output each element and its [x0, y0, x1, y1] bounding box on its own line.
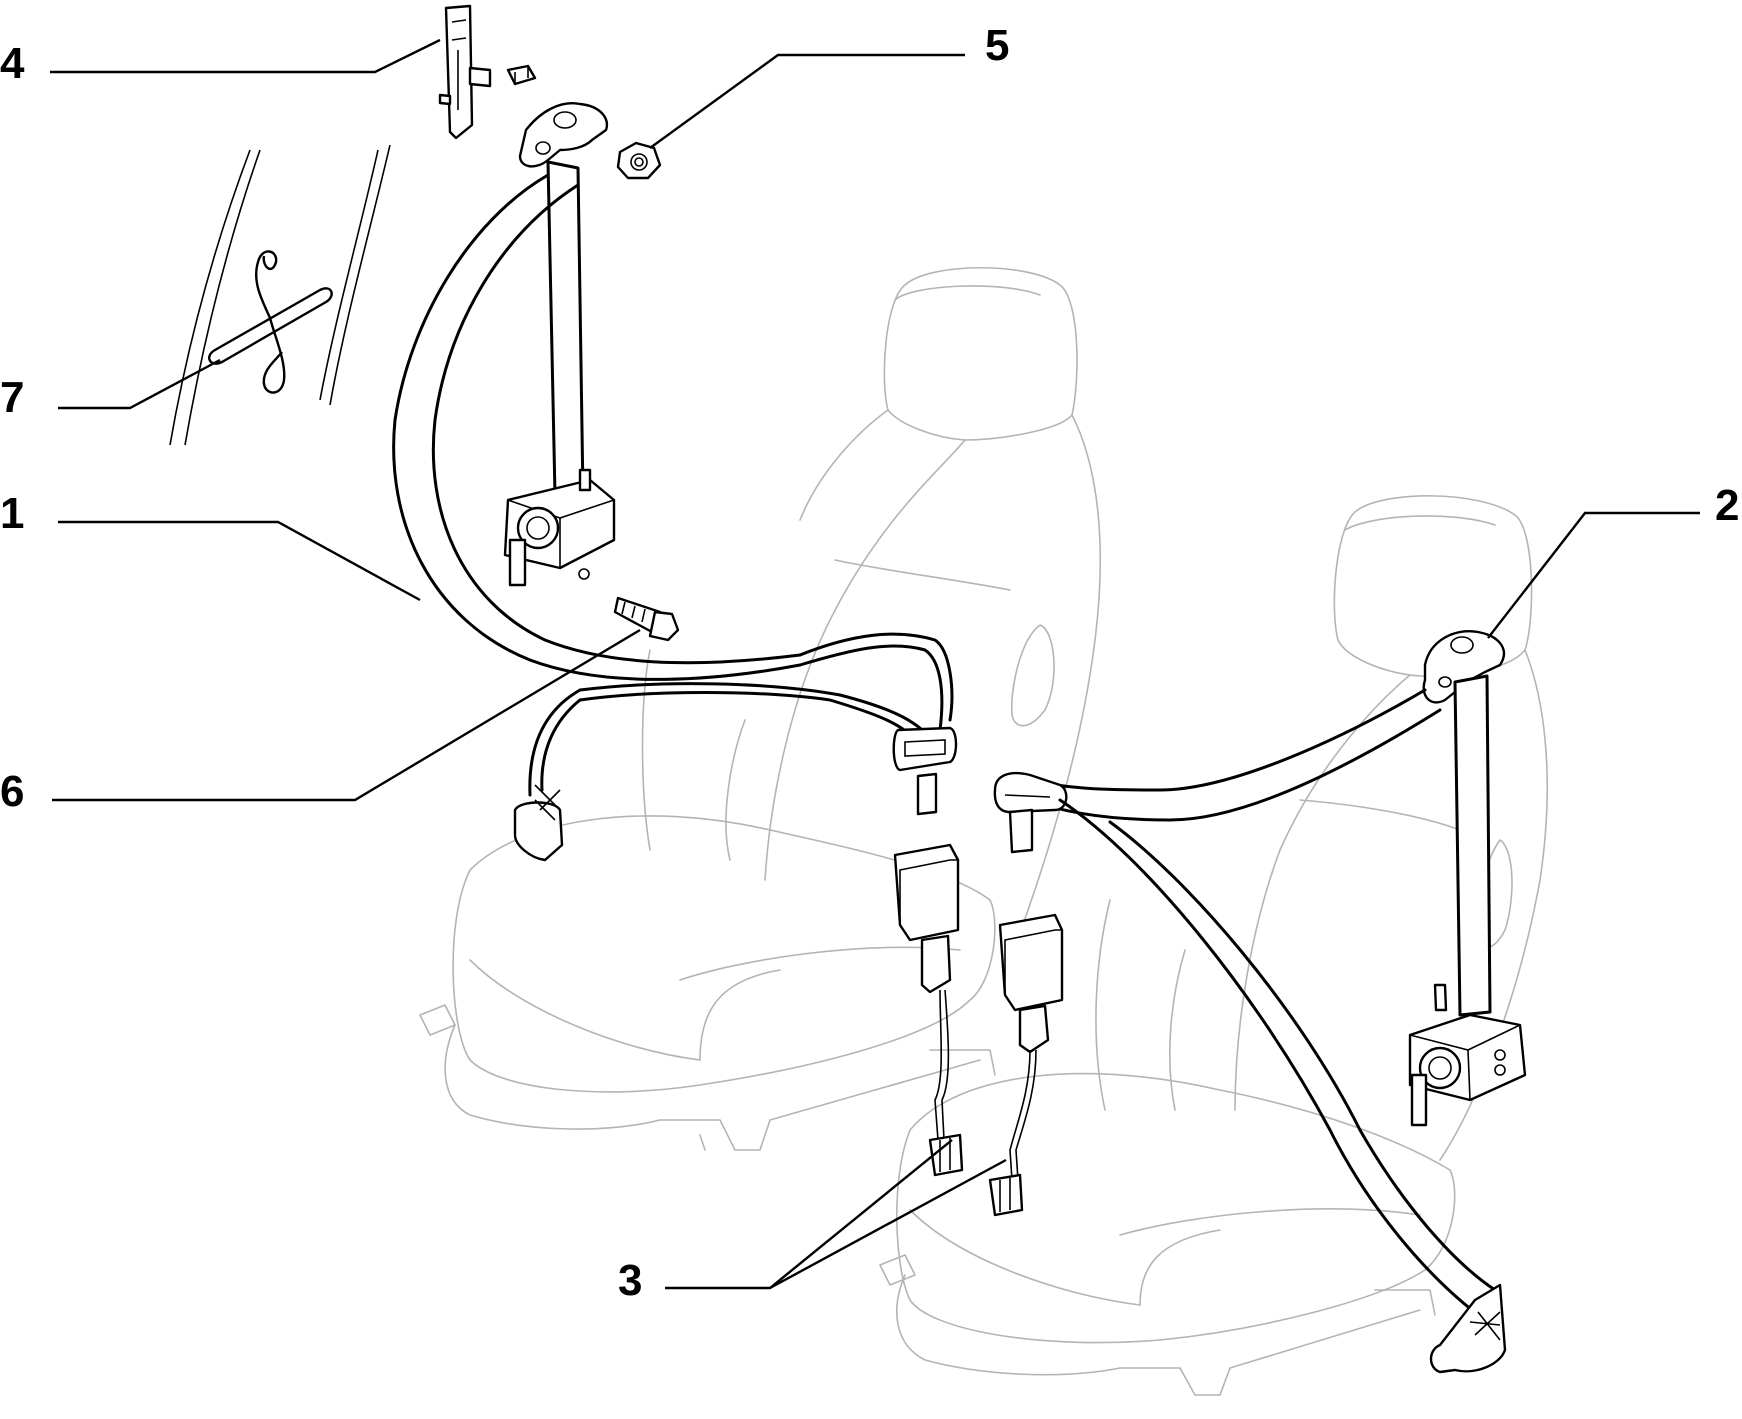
- door-pillar-outline: [169, 144, 391, 446]
- height-adjuster-rail: [438, 4, 537, 140]
- right-seat-belt: [993, 630, 1527, 1374]
- right-seat-outline: [879, 495, 1548, 1396]
- callout-1: 1: [0, 489, 421, 602]
- callout-2: 2: [1487, 481, 1739, 639]
- callout-4: 4: [0, 38, 441, 88]
- callout-5: 5: [649, 21, 1009, 149]
- callout-label-1: 1: [0, 489, 24, 538]
- trim-clip: [208, 250, 333, 394]
- callout-label-7: 7: [0, 373, 24, 422]
- anchor-nut: [616, 141, 662, 180]
- callout-3: 3: [618, 1139, 1007, 1305]
- callout-label-3: 3: [618, 1256, 642, 1305]
- left-seat-belt: [392, 102, 958, 862]
- callout-6: 6: [0, 628, 641, 816]
- left-buckle: [893, 843, 964, 1177]
- callout-label-4: 4: [0, 39, 25, 88]
- right-buckle: [988, 913, 1064, 1217]
- callout-label-2: 2: [1715, 481, 1739, 530]
- callout-7: 7: [0, 358, 221, 422]
- callout-label-5: 5: [985, 21, 1009, 70]
- callout-label-6: 6: [0, 767, 24, 816]
- left-seat-outline: [419, 266, 1102, 1151]
